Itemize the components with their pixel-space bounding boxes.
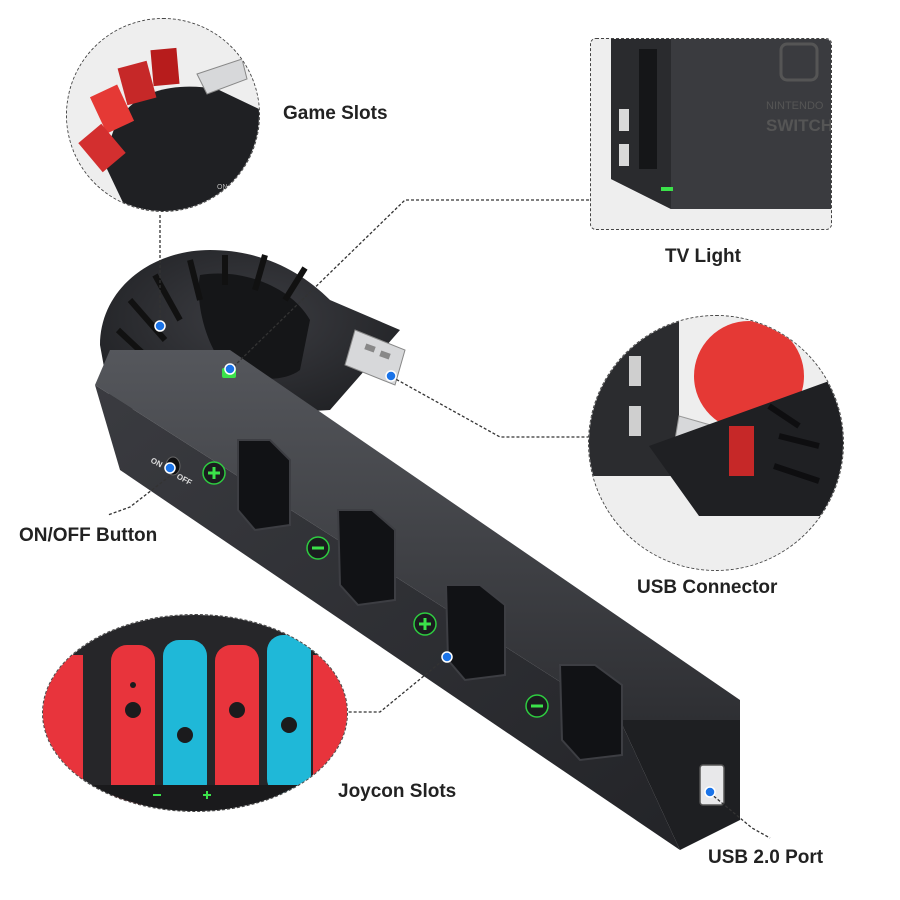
leader-lines xyxy=(107,199,771,839)
blue-dot-marker xyxy=(154,320,716,798)
usb-connector-detail xyxy=(588,315,844,571)
minus-icon xyxy=(525,694,549,718)
console-brand-top: NINTENDO xyxy=(766,100,824,112)
tv-light-indicator xyxy=(661,187,673,191)
usb-port-opening xyxy=(699,764,725,806)
usb-connector-label: USB Connector xyxy=(637,577,778,598)
minus-icon xyxy=(306,536,330,560)
game-cartridges xyxy=(78,47,180,173)
usb-port-label: USB 2.0 Port xyxy=(708,847,824,868)
tv-light-label: TV Light xyxy=(665,246,741,267)
joycon-blue-left xyxy=(163,640,207,800)
usb-connector-closeup xyxy=(589,316,843,570)
joycon-blue-right xyxy=(267,635,311,795)
game-slots-closeup: ON xyxy=(67,19,259,211)
game-slots-detail: ON xyxy=(66,18,260,212)
joycon-closeup xyxy=(43,615,347,811)
plus-icon xyxy=(202,461,226,485)
joycon-red-left xyxy=(111,645,155,805)
console-brand-bottom: SWITCH xyxy=(766,116,831,135)
joycon-slot-cutouts xyxy=(237,439,623,762)
joycon-slots-label: Joycon Slots xyxy=(338,781,457,802)
joycon-red-right xyxy=(215,645,259,805)
plus-icon xyxy=(413,612,437,636)
tv-light-detail: NINTENDO SWITCH xyxy=(590,38,832,230)
joycon-slots-detail xyxy=(42,614,348,812)
game-slots-label: Game Slots xyxy=(283,103,388,124)
console-dock-closeup: NINTENDO SWITCH xyxy=(591,39,831,229)
on-off-button-label: ON/OFF Button xyxy=(19,525,158,546)
tiny-on-label: ON xyxy=(217,184,228,191)
dock-bar-endcap xyxy=(620,720,740,850)
